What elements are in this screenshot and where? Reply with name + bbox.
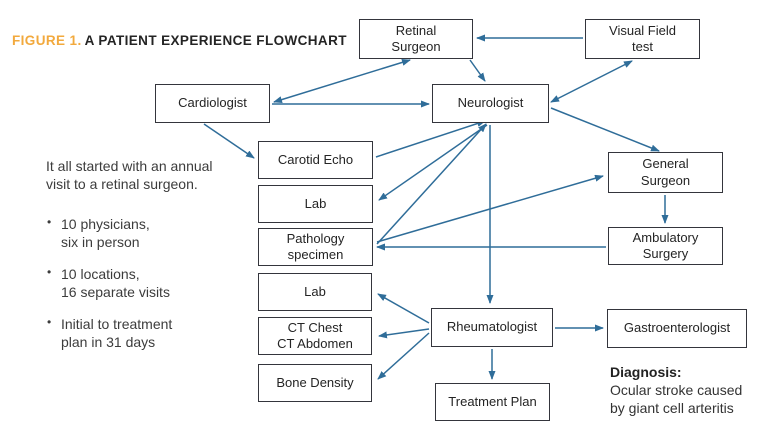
diagnosis-line-2: by giant cell arteritis	[610, 400, 734, 417]
edge-neurologist-to-lab-1	[378, 124, 488, 201]
node-bone-density: Bone Density	[258, 364, 372, 402]
node-treatment-plan: Treatment Plan	[435, 383, 550, 421]
node-neurologist: Neurologist	[432, 84, 549, 123]
figure-title-text: A PATIENT EXPERIENCE FLOWCHART	[84, 33, 347, 48]
intro-bullet-list: 10 physicians, six in person 10 location…	[46, 215, 224, 352]
node-gastroenterologist: Gastroenterologist	[607, 309, 747, 348]
bullet-physicians: 10 physicians, six in person	[46, 215, 224, 252]
node-lab-2: Lab	[258, 273, 372, 311]
edge-rheumatologist-to-lab-2	[377, 293, 430, 324]
node-cardiologist: Cardiologist	[155, 84, 270, 123]
diagnosis-label: Diagnosis:	[610, 364, 682, 380]
intro-paragraph: It all started with an annual visit to a…	[46, 158, 213, 193]
bullet-timeline: Initial to treatment plan in 31 days	[46, 315, 224, 352]
node-lab-1: Lab	[258, 185, 373, 223]
figure-title: FIGURE 1.A PATIENT EXPERIENCE FLOWCHART	[12, 33, 347, 48]
edge-cardiologist-to-carotid-echo	[203, 123, 255, 159]
diagnosis-block: Diagnosis: Ocular stroke caused by giant…	[610, 363, 768, 418]
edge-retinal-surgeon-to-neurologist	[469, 59, 486, 82]
edge-neurologist-to-general-surgeon	[550, 107, 660, 152]
diagnosis-line-1: Ocular stroke caused	[610, 382, 743, 399]
edge-pathology-specimen-to-neurologist	[376, 123, 487, 245]
edge-rheumatologist-to-bone-density	[377, 332, 430, 380]
node-general-surgeon: General Surgeon	[608, 152, 723, 193]
edge-carotid-echo-to-neurologist	[375, 120, 486, 158]
intro-text-block: It all started with an annual visit to a…	[46, 157, 224, 365]
node-pathology-specimen: Pathology specimen	[258, 228, 373, 266]
node-rheumatologist: Rheumatologist	[431, 308, 553, 347]
edge-rheumatologist-to-ct-chest-abdomen	[378, 328, 430, 339]
node-carotid-echo: Carotid Echo	[258, 141, 373, 179]
node-ambulatory-surgery: Ambulatory Surgery	[608, 227, 723, 265]
node-retinal-surgeon: Retinal Surgeon	[359, 19, 473, 59]
node-visual-field-test: Visual Field test	[585, 19, 700, 59]
edge-cardiologist-to-retinal-surgeon	[273, 59, 411, 103]
bullet-locations: 10 locations, 16 separate visits	[46, 265, 224, 302]
node-ct-chest-abdomen: CT Chest CT Abdomen	[258, 317, 372, 355]
edge-neurologist-to-visual-field-test	[550, 60, 633, 103]
edge-pathology-specimen-to-general-surgeon	[376, 174, 604, 243]
figure-label: FIGURE 1.	[12, 33, 82, 48]
